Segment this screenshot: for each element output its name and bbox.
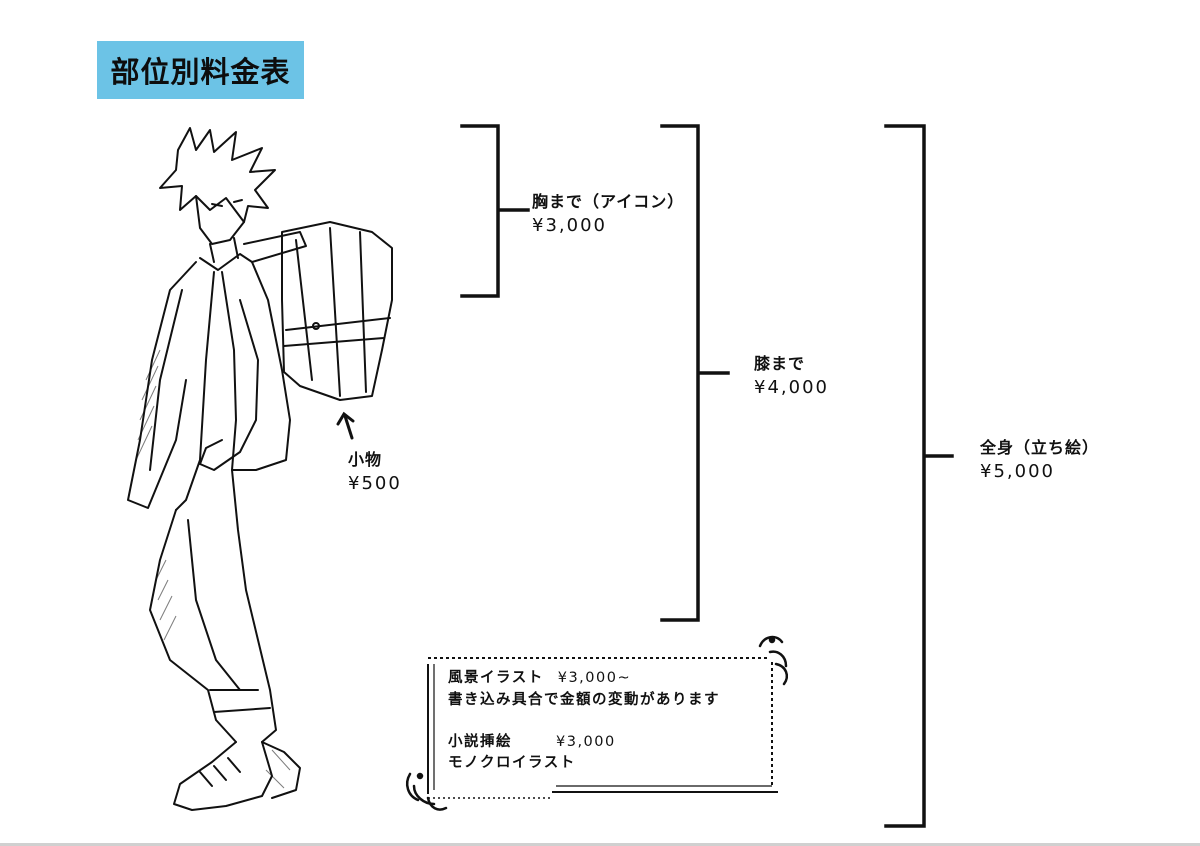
hair: [159, 127, 276, 223]
tier-chest: 胸まで（アイコン） ¥3,000: [532, 190, 684, 239]
landscape-label: 風景イラスト: [448, 670, 544, 686]
page-title: 部位別料金表: [110, 55, 291, 89]
bracket-chest: [460, 124, 530, 298]
tier-knee-label: 膝まで: [754, 354, 806, 373]
bracket-full: [884, 124, 954, 828]
legs: [149, 509, 237, 743]
tier-chest-price: ¥3,000: [532, 215, 607, 237]
bag-strap: [243, 231, 307, 263]
jacket: [127, 261, 197, 509]
tier-knee: 膝まで ¥4,000: [754, 352, 829, 401]
tier-full: 全身（立ち絵） ¥5,000: [980, 436, 1099, 485]
extras-note: 風景イラスト ¥3,000~ 書き込み具合で金額の変動があります 小説挿絵 ¥3,0…: [448, 668, 778, 775]
novel-row: 小説挿絵 ¥3,000: [448, 732, 778, 754]
landscape-desc: 書き込み具合で金額の変動があります: [448, 691, 720, 708]
arrow-up-icon: [336, 411, 355, 440]
bottom-divider: [0, 843, 1200, 846]
accessory-label: 小物: [348, 450, 383, 469]
flourish-top-right: [758, 635, 788, 686]
landscape-price: ¥3,000~: [557, 670, 632, 686]
bracket-knee: [660, 124, 730, 622]
novel-label: 小説挿絵: [448, 733, 512, 750]
face: [195, 195, 245, 245]
landscape-row: 風景イラスト ¥3,000~: [448, 668, 778, 690]
novel-price: ¥3,000: [556, 733, 616, 750]
flourish-bottom-left: [406, 772, 448, 811]
tier-knee-price: ¥4,000: [754, 377, 829, 399]
shoes: [173, 741, 273, 811]
accessory-price: ¥500: [348, 473, 402, 495]
novel-desc: モノクロイラスト: [448, 755, 576, 772]
title-banner: 部位別料金表: [97, 41, 304, 99]
bag: [281, 221, 393, 401]
tier-full-price: ¥5,000: [980, 461, 1055, 483]
tier-full-label: 全身（立ち絵）: [980, 438, 1100, 457]
accessory: 小物 ¥500: [348, 448, 402, 497]
tier-chest-label: 胸まで（アイコン）: [532, 192, 685, 211]
